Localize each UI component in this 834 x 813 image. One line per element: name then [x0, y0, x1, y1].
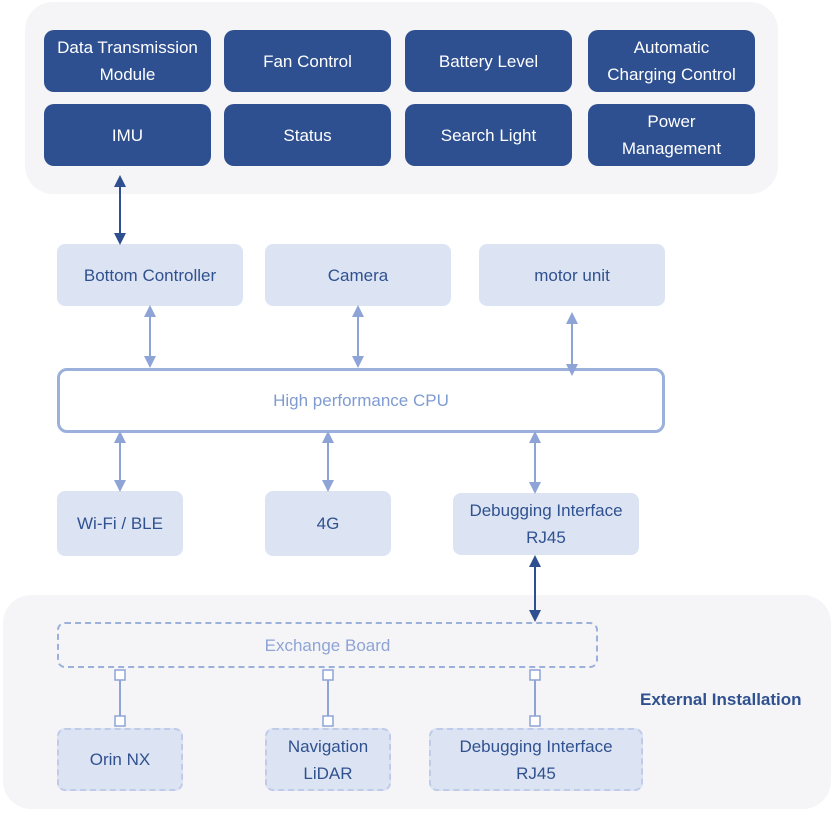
- power-management-box: Power Management: [588, 104, 755, 166]
- link-exchange-orin-nx: [114, 669, 126, 727]
- external-installation-label: External Installation: [640, 690, 802, 709]
- orin-nx-box: Orin NX: [57, 728, 183, 791]
- link-exchange-ext-debugging-interface: [529, 669, 541, 727]
- debugging-interface-box: Debugging Interface RJ45: [453, 493, 639, 555]
- fan-control-box: Fan Control: [224, 30, 391, 92]
- 4g-box: 4G: [265, 491, 391, 556]
- ext-debugging-interface-box: Debugging Interface RJ45: [429, 728, 643, 791]
- status-box: Status: [224, 104, 391, 166]
- data-transmission-module-box: Data Transmission Module: [44, 30, 211, 92]
- wifi-ble-box: Wi-Fi / BLE: [57, 491, 183, 556]
- search-light-box: Search Light: [405, 104, 572, 166]
- cpu-box: High performance CPU: [57, 368, 665, 433]
- link-exchange-navigation-lidar: [322, 669, 334, 727]
- bottom-controller-box: Bottom Controller: [57, 244, 243, 306]
- motor-unit-box: motor unit: [479, 244, 665, 306]
- automatic-charging-control-box: Automatic Charging Control: [588, 30, 755, 92]
- battery-level-box: Battery Level: [405, 30, 572, 92]
- exchange-board-box: Exchange Board: [57, 622, 598, 668]
- camera-box: Camera: [265, 244, 451, 306]
- imu-box: IMU: [44, 104, 211, 166]
- navigation-lidar-box: Navigation LiDAR: [265, 728, 391, 791]
